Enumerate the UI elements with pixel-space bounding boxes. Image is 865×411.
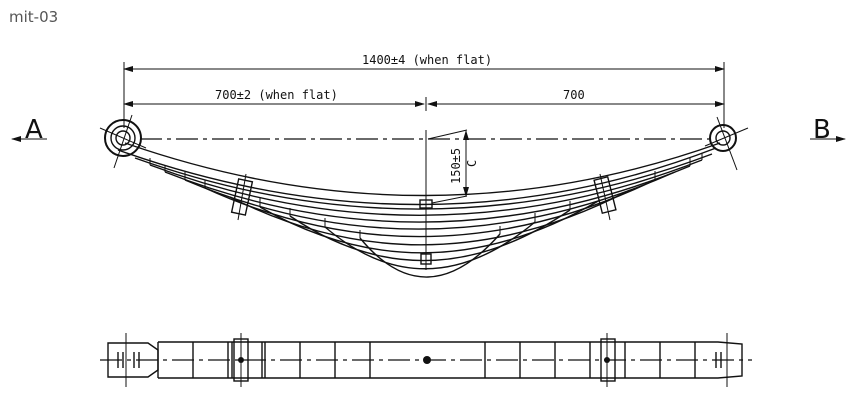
view-marker-a: A	[11, 115, 47, 145]
right-rebound-clip	[593, 173, 617, 221]
overall-length-label: 1400±4 (when flat)	[362, 53, 492, 67]
spring-leaves	[117, 142, 721, 278]
drawing-title: mit-03	[9, 8, 59, 26]
right-spring-eye	[704, 116, 749, 171]
camber-dimension: 150±5 C	[427, 129, 479, 204]
left-rebound-clip	[230, 173, 254, 221]
half-length-dimensions: 700±2 (when flat) 700	[123, 88, 725, 111]
plan-view	[100, 333, 752, 387]
left-spring-eye	[99, 114, 147, 169]
left-half-label: 700±2 (when flat)	[215, 88, 338, 102]
svg-text:A: A	[25, 115, 43, 145]
view-marker-b: B	[810, 115, 846, 145]
right-half-label: 700	[563, 88, 585, 102]
camber-letter: C	[465, 160, 479, 167]
svg-text:B: B	[813, 115, 831, 145]
camber-label: 150±5	[449, 148, 463, 184]
overall-length-dimension: 1400±4 (when flat)	[123, 53, 725, 128]
center-bolt	[419, 130, 433, 270]
